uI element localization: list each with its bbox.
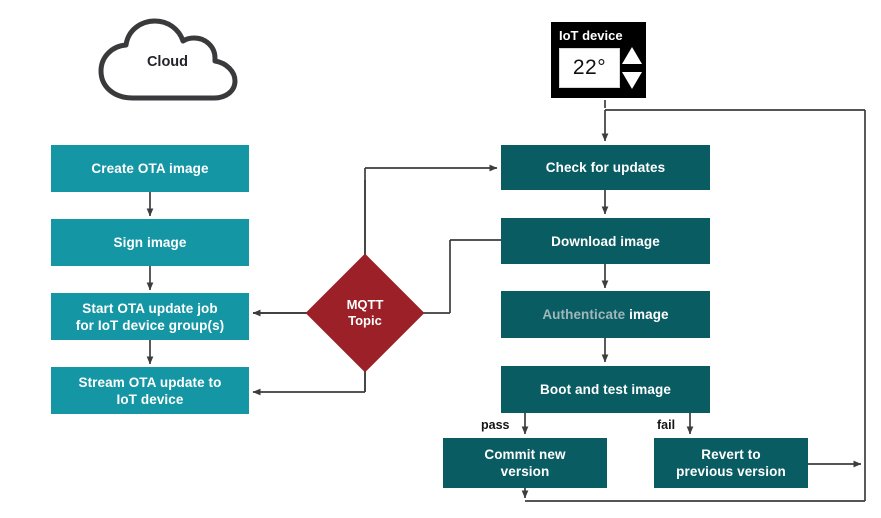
node-label-dim: Authenticate: [542, 307, 626, 322]
node-mqtt-topic[interactable]: MQTT Topic: [305, 253, 425, 373]
iot-device-reading: 22°: [559, 48, 620, 88]
node-label: Download image: [551, 233, 660, 249]
cloud-group: Cloud: [95, 18, 240, 103]
node-stream-ota-update[interactable]: Stream OTA update to IoT device: [51, 367, 249, 414]
node-label: Commit new version: [484, 447, 566, 479]
mqtt-topic-line1: MQTT: [346, 297, 384, 312]
branch-label-pass: pass: [481, 418, 510, 432]
node-label: Check for updates: [545, 160, 666, 175]
node-label: Create OTA image: [91, 161, 209, 176]
node-commit-new-version[interactable]: Commit new version: [443, 438, 607, 488]
node-sign-image[interactable]: Sign image: [51, 219, 249, 266]
node-revert-to-previous-version[interactable]: Revert to previous version: [654, 438, 808, 488]
node-check-for-updates[interactable]: Check for updates: [501, 145, 710, 190]
mqtt-topic-label: MQTT Topic: [347, 297, 384, 329]
node-authenticate-image[interactable]: Authenticate image: [501, 291, 710, 338]
mqtt-topic-line2: Topic: [348, 313, 382, 328]
node-boot-and-test-image[interactable]: Boot and test image: [501, 366, 710, 413]
cloud-label: Cloud: [146, 54, 189, 70]
cloud-icon: [98, 18, 238, 101]
node-label: Sign image: [113, 235, 187, 250]
iot-device-icon: IoT device 22°: [551, 22, 646, 98]
node-create-ota-image[interactable]: Create OTA image: [51, 145, 249, 192]
node-label-bright: image: [629, 307, 669, 322]
up-down-arrows-icon: [622, 47, 642, 89]
node-label: Boot and test image: [540, 382, 671, 397]
node-label: Authenticate image: [542, 306, 668, 323]
iot-device-label: IoT device: [559, 28, 623, 43]
branch-label-fail: fail: [657, 418, 676, 432]
node-label: Revert to previous version: [676, 447, 786, 479]
node-start-ota-update-job[interactable]: Start OTA update job for IoT device grou…: [51, 293, 249, 340]
node-download-image[interactable]: Download image: [501, 218, 710, 264]
node-label: Start OTA update job for IoT device grou…: [75, 300, 225, 333]
node-label: Stream OTA update to IoT device: [78, 374, 222, 407]
